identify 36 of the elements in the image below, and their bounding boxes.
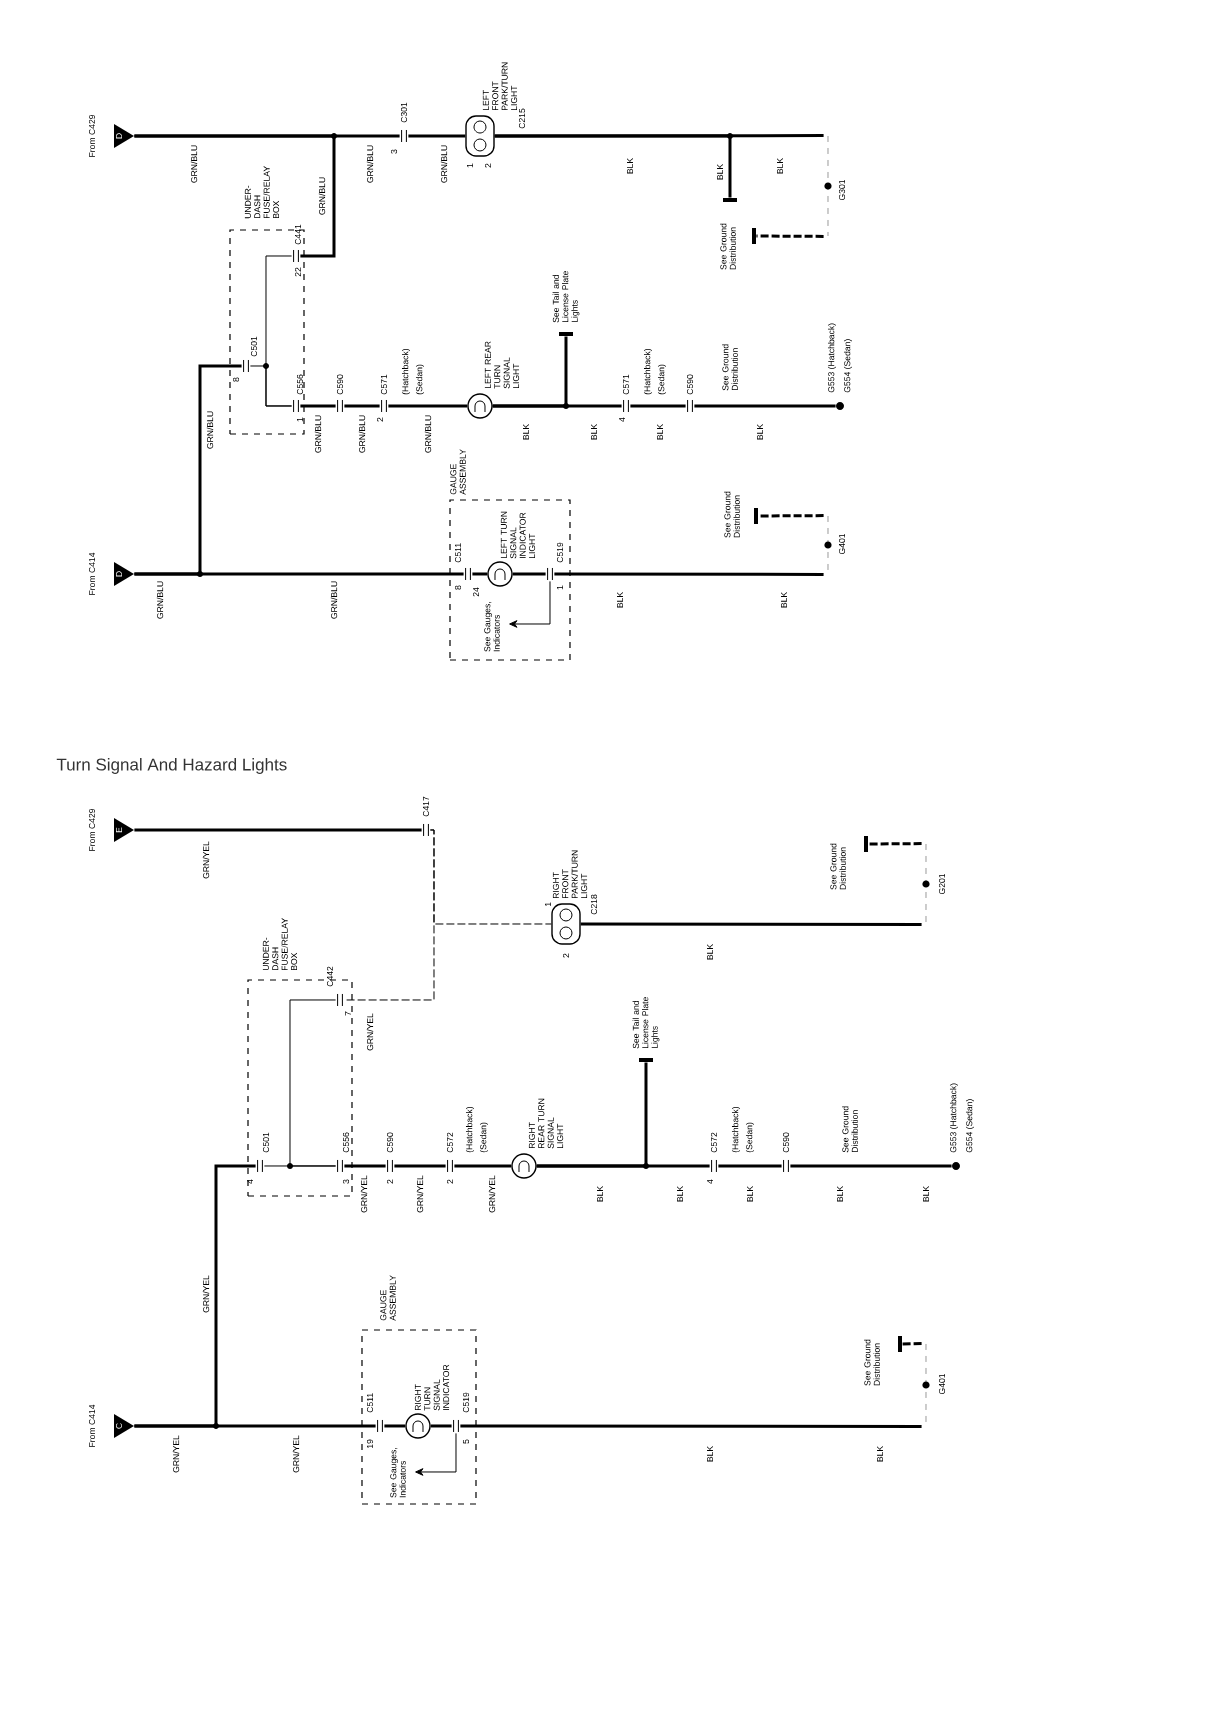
wire <box>408 134 466 138</box>
wire <box>694 404 836 408</box>
wire <box>536 1062 648 1168</box>
wire <box>554 572 824 576</box>
wire <box>460 1424 922 1428</box>
wire <box>384 1424 406 1428</box>
wire <box>388 404 468 408</box>
wire <box>343 829 435 1001</box>
wire <box>134 1424 376 1428</box>
wire <box>300 404 336 408</box>
wire <box>492 336 568 408</box>
wire <box>494 134 732 198</box>
wire <box>580 922 922 926</box>
wire <box>430 1424 452 1428</box>
wire <box>756 234 824 238</box>
wire <box>249 365 293 407</box>
wire <box>512 572 546 576</box>
wire <box>134 828 422 832</box>
wire <box>454 1164 512 1168</box>
wire <box>758 514 824 518</box>
wire <box>394 1164 446 1168</box>
wire <box>718 1164 782 1168</box>
wire <box>134 572 464 576</box>
wire <box>134 134 336 258</box>
wire <box>902 1342 922 1346</box>
wire <box>263 1165 337 1167</box>
wire <box>289 999 337 1167</box>
wire <box>868 842 922 846</box>
wire <box>344 1164 386 1168</box>
wire <box>472 572 488 576</box>
wire <box>630 404 686 408</box>
wire <box>790 1164 952 1168</box>
wire <box>509 580 551 628</box>
title: Turn Signal And Hazard Lights <box>56 758 287 774</box>
wire <box>415 1432 457 1476</box>
wire <box>344 404 380 408</box>
